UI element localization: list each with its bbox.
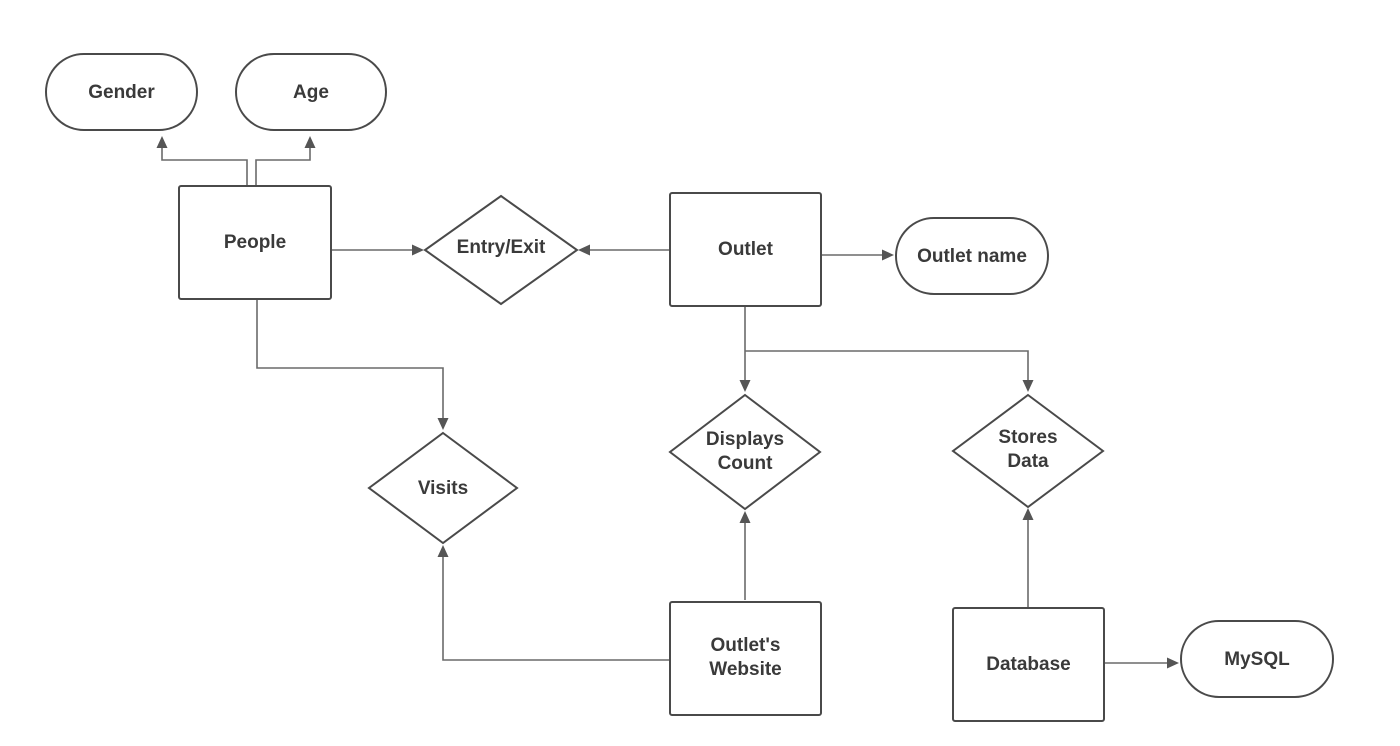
node-outlet: Outlet [669,192,822,307]
node-outlets-website-label-line2: Website [709,659,782,680]
node-stores-data-label-line2: Data [1007,451,1049,472]
node-visits-label: Visits [418,478,468,499]
node-stores-data-label-line1: Stores [998,427,1057,448]
connector-website-visits [437,545,669,661]
connector-outlet-outlet-name [822,249,894,261]
connector-outlet-displays-count [739,307,751,392]
node-stores-data: Stores Data [951,393,1105,509]
nodes: Gender Age People Entry/Exit Outlet Outl… [45,53,1334,722]
node-outlets-website: Outlet's Website [669,601,822,716]
connector-people-visits [256,300,449,430]
node-entry-exit-label: Entry/Exit [457,237,546,258]
node-displays-count-label-line2: Count [718,453,774,474]
node-age-label: Age [293,82,329,103]
node-outlets-website-label-line1: Outlet's [711,635,781,656]
connector-website-displays-count [739,511,751,600]
connector-database-mysql [1105,657,1179,669]
connectors [156,136,1179,669]
connector-people-gender [156,136,248,185]
node-people-label: People [224,232,286,253]
connector-outlet-entry-exit [578,244,669,256]
node-gender-label: Gender [88,82,155,103]
node-database-label: Database [986,654,1071,675]
node-people: People [178,185,332,300]
node-age: Age [235,53,387,131]
node-outlet-label: Outlet [718,239,774,260]
node-displays-count: Displays Count [668,393,822,511]
connector-outlet-stores-data [745,350,1034,392]
node-displays-count-label-line1: Displays [706,429,784,450]
node-mysql: MySQL [1180,620,1334,698]
connector-people-entry-exit [332,244,424,256]
node-mysql-label: MySQL [1224,649,1290,670]
node-entry-exit: Entry/Exit [423,194,579,306]
connector-people-age [255,136,316,185]
node-outlet-name-label: Outlet name [917,246,1027,267]
node-outlet-name: Outlet name [895,217,1049,295]
node-database: Database [952,607,1105,722]
connector-database-stores-data [1022,508,1034,607]
node-visits: Visits [367,431,519,545]
node-gender: Gender [45,53,198,131]
